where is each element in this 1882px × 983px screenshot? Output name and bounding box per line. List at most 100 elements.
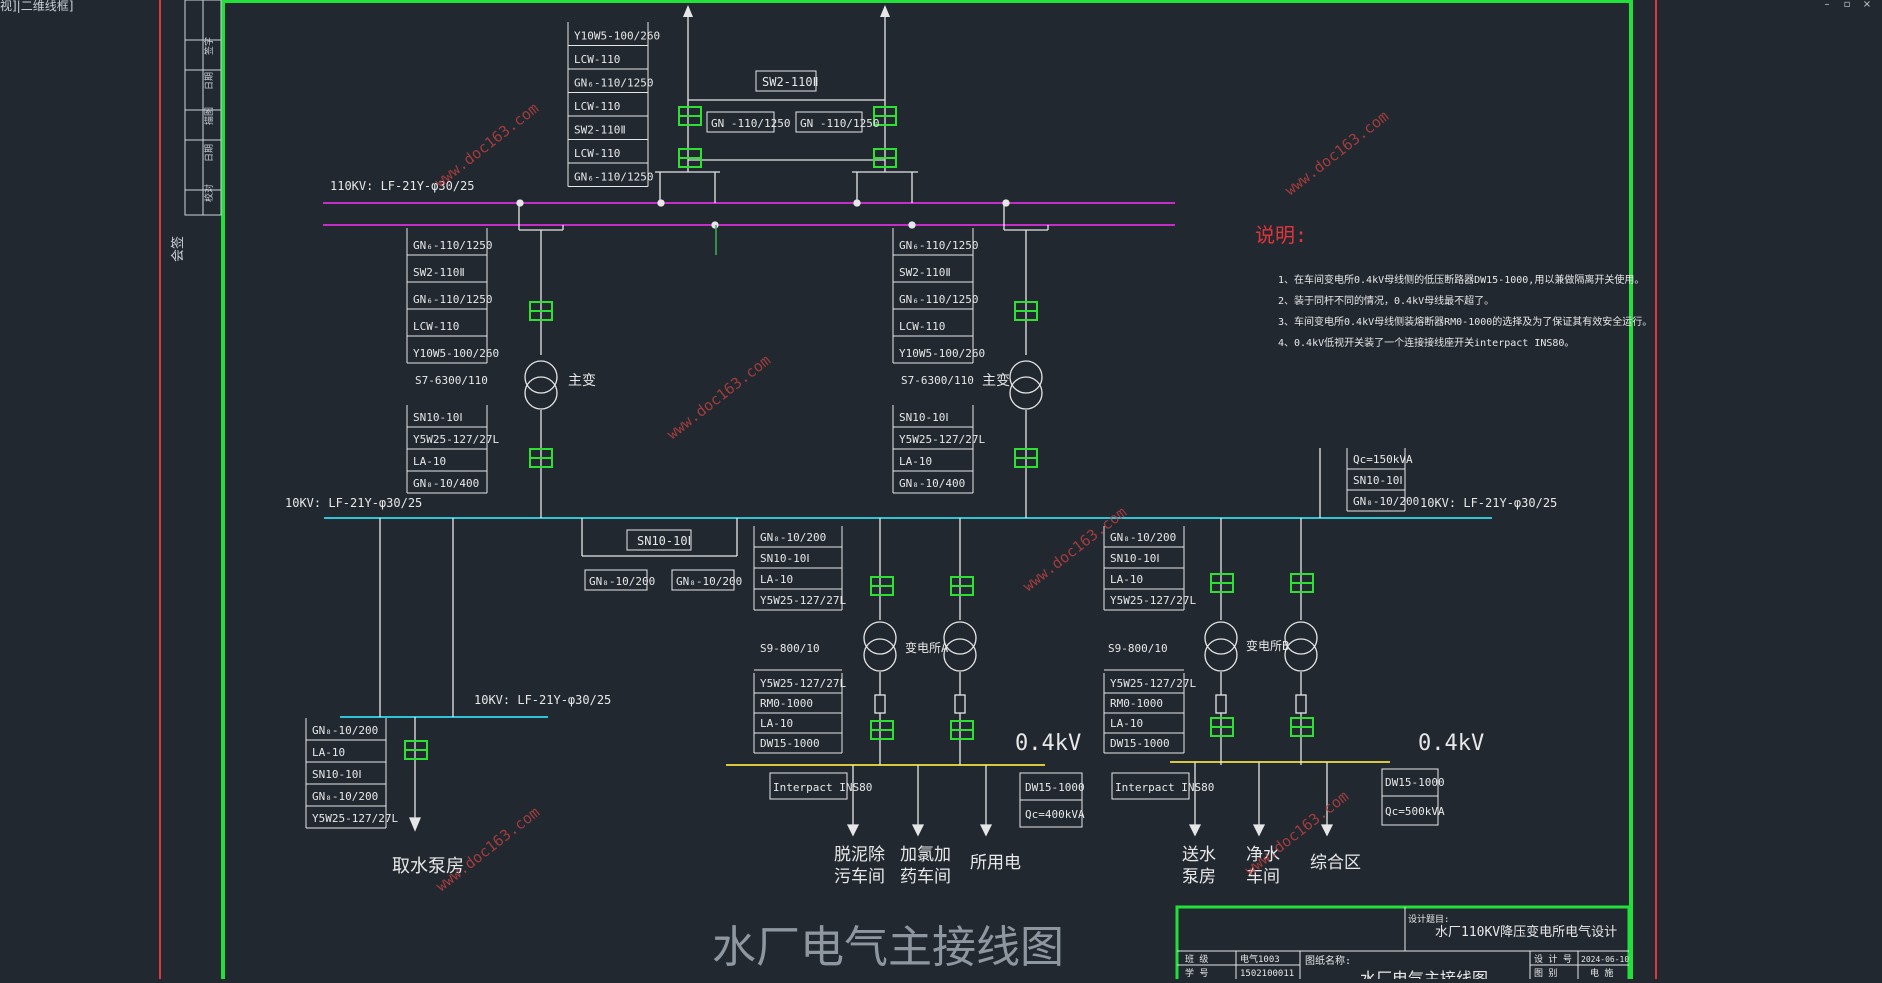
ct-icon [873, 148, 897, 168]
equipment-table: GN₈-10/200LA-10SN10-10ⅠGN₈-10/200Y5W25-1… [305, 718, 398, 829]
load-label-line: 加氯加 [900, 845, 951, 865]
load-label-line: 净水 [1246, 845, 1280, 865]
equipment-table: GN₆-110/1250SW2-110ⅡGN₆-110/1250LCW-110Y… [892, 228, 985, 364]
ct-icon [870, 720, 894, 740]
equipment-tables: Y10W5-100/260LCW-110GN₆-110/1250LCW-110S… [305, 22, 1419, 829]
ct-icon [870, 576, 894, 596]
sw2-bridge-label: SW2-110Ⅱ [762, 75, 818, 89]
close-icon[interactable]: × [1862, 0, 1872, 10]
table-cell: LA-10 [1110, 573, 1143, 586]
table-cell: S9-800/10 [1108, 642, 1168, 655]
table-cell: DW15-1000 [760, 737, 820, 750]
table-cell: LCW-110 [574, 100, 620, 113]
maximize-icon[interactable]: ▫ [1843, 0, 1851, 10]
tb-class-value: 电气1003 [1240, 953, 1280, 965]
table-cell: SN10-10Ⅰ [413, 411, 463, 424]
lv-voltage-a: 0.4kV [1015, 731, 1081, 756]
title-block-drawing-name-label: 图纸名称: [1305, 954, 1351, 967]
substation-b-label: 变电所B [1246, 638, 1289, 653]
table-cell: Y5W25-127/27L [1110, 594, 1196, 607]
tb-id-label: 学 号 [1185, 967, 1208, 979]
table-cell: GN₆-110/1250 [413, 239, 492, 252]
table-cell: GN₆-110/1250 [899, 239, 978, 252]
table-cell: RM0-1000 [1110, 697, 1163, 710]
ct-icon [950, 720, 974, 740]
dw-right: DW15-1000 [1385, 776, 1445, 789]
table-cell: SW2-110Ⅱ [899, 266, 951, 279]
ct-icon [529, 448, 553, 468]
bus-tie-breaker-label: SN10-10Ⅰ [637, 534, 691, 548]
table-cell: Y5W25-127/27L [312, 812, 398, 825]
load-label-line: 药车间 [900, 867, 951, 887]
side-label: 会签 [170, 236, 186, 262]
tb-type-value: 电 施 [1590, 967, 1613, 979]
table-cell: S7-6300/110 [415, 374, 488, 387]
table-cell: GN₈-10/200 [1353, 495, 1419, 508]
table-cell: Y10W5-100/260 [574, 30, 660, 43]
left-strip-label: 日期 [204, 72, 215, 90]
ct-icon [1210, 717, 1234, 737]
table-cell: LA-10 [413, 455, 446, 468]
table-cell: GN₈-10/400 [413, 477, 479, 490]
watermark-text: www.doc163.com [431, 99, 542, 191]
ct-icon [950, 576, 974, 596]
table-cell: GN₆-110/1250 [899, 293, 978, 306]
ct-icon [1290, 573, 1314, 593]
substation-a-label: 变电所A [905, 640, 949, 655]
left-strip-label: 签字 [203, 37, 215, 55]
table-cell: GN₈-10/200 [760, 531, 826, 544]
load-label-line: 所用电 [970, 853, 1021, 873]
left-strip-label: 日期 [204, 144, 215, 162]
ct-icon [529, 301, 553, 321]
ct-icon [873, 106, 897, 126]
title-block-designer-label: 设计题目: [1408, 913, 1449, 925]
tb-type-label: 图 别 [1534, 968, 1557, 979]
equipment-table: GN₆-110/1250SW2-110ⅡGN₆-110/1250LCW-110Y… [406, 228, 499, 364]
title-block [1175, 905, 1631, 983]
load-labels: 脱泥除污车间加氯加药车间所用电送水泵房净水车间综合区 [834, 845, 1361, 887]
note-line: 2、装于同杆不同的情况，0.4kV母线最不超了。 [1278, 294, 1494, 307]
viewport-label[interactable]: 视]|二维线框] [0, 0, 74, 13]
bus-10kv-right-label: 10KV: LF-21Y-φ30/25 [1420, 496, 1557, 510]
ins80-left: Interpact INS80 [773, 781, 872, 794]
left-strip-label: 校对 [203, 184, 215, 202]
table-cell: GN₆-110/1250 [574, 171, 653, 184]
table-cell: Y5W25-127/27L [1110, 677, 1196, 690]
bus-10kv-sub-label: 10KV: LF-21Y-φ30/25 [474, 693, 611, 707]
watermark-text: www.doc163.com [432, 803, 543, 895]
drawing-title: 水厂电气主接线图 [712, 922, 1064, 973]
equipment-table: Y10W5-100/260LCW-110GN₆-110/1250LCW-110S… [567, 22, 660, 187]
wiring [379, 5, 1334, 837]
lv-equipment: Interpact INS80 Interpact INS80 DW15-100… [769, 768, 1445, 828]
table-cell: DW15-1000 [1110, 737, 1170, 750]
table-cell: GN₈-10/200 [312, 724, 378, 737]
load-label-line: 污车间 [834, 867, 885, 887]
lv-voltage-b: 0.4kV [1418, 731, 1484, 756]
tb-design-no-label: 设 计 号 [1534, 953, 1572, 965]
table-cell: Qc=150kVA [1353, 453, 1413, 466]
table-cell: S7-6300/110 [901, 374, 974, 387]
table-cell: LA-10 [899, 455, 932, 468]
load-label-line: 脱泥除 [834, 845, 885, 865]
table-cell: LA-10 [1110, 717, 1143, 730]
watermarks: www.doc163.com www.doc163.com www.doc163.c… [431, 99, 1392, 895]
table-cell: S9-800/10 [760, 642, 820, 655]
watermark-text: www.doc163.com [1281, 107, 1392, 199]
tb-id-value: 1502100011 [1240, 969, 1294, 979]
load-label-line: 泵房 [1182, 867, 1216, 887]
table-cell: GN₈-10/400 [899, 477, 965, 490]
table-cell: Y10W5-100/260 [899, 347, 985, 360]
tb-class-label: 班 级 [1185, 953, 1208, 965]
ins80-right: Interpact INS80 [1115, 781, 1214, 794]
drawing-frame [221, 0, 1633, 983]
minimize-icon[interactable]: – [1824, 0, 1830, 10]
tb-design-no-value: 2024-06-10 [1581, 955, 1629, 964]
table-cell: SN10-10Ⅰ [1353, 474, 1403, 487]
table-cell: LA-10 [760, 717, 793, 730]
